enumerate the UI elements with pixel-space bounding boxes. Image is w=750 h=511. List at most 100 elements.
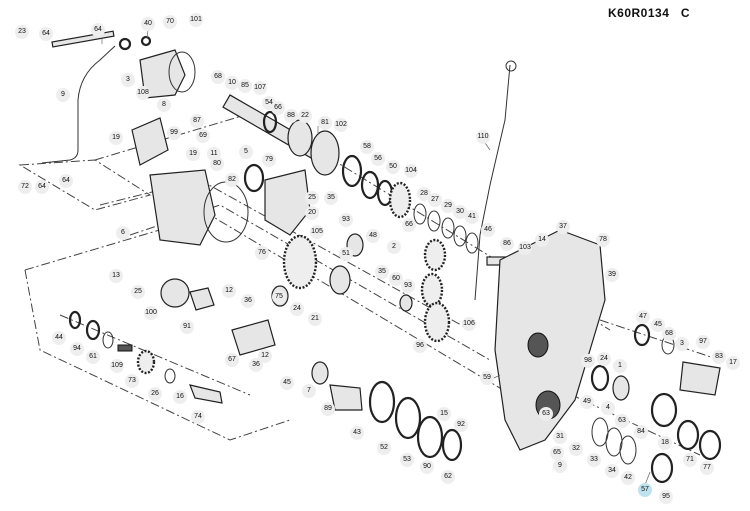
washer-29 bbox=[441, 217, 455, 239]
callout-76: 76 bbox=[255, 246, 269, 260]
shaft-89 bbox=[329, 384, 363, 411]
callout-23: 23 bbox=[15, 25, 29, 39]
callout-67: 67 bbox=[225, 353, 239, 367]
callout-81: 81 bbox=[318, 116, 332, 130]
bearing-housing-79 bbox=[264, 169, 311, 236]
callout-28: 28 bbox=[417, 187, 431, 201]
callout-45: 45 bbox=[651, 318, 665, 332]
callout-109: 109 bbox=[110, 359, 124, 373]
callout-25: 25 bbox=[305, 191, 319, 205]
callout-86: 86 bbox=[500, 237, 514, 251]
callout-82: 82 bbox=[225, 173, 239, 187]
axis-left-box bbox=[18, 159, 152, 211]
callout-36: 36 bbox=[241, 294, 255, 308]
callout-46: 46 bbox=[481, 223, 495, 237]
callout-50: 50 bbox=[386, 160, 400, 174]
callout-7: 7 bbox=[302, 384, 316, 398]
callout-41: 41 bbox=[465, 210, 479, 224]
callout-63: 63 bbox=[539, 407, 553, 421]
callout-42: 42 bbox=[621, 471, 635, 485]
callout-73: 73 bbox=[125, 374, 139, 388]
callout-101: 101 bbox=[189, 13, 203, 27]
callout-22: 22 bbox=[298, 109, 312, 123]
ring-43 bbox=[368, 380, 396, 424]
ring-58 bbox=[341, 154, 363, 188]
washer-27 bbox=[427, 210, 441, 232]
bearing-88 bbox=[287, 119, 313, 157]
callout-66: 66 bbox=[271, 101, 285, 115]
callout-85: 85 bbox=[238, 79, 252, 93]
callout-90: 90 bbox=[420, 460, 434, 474]
callout-24: 24 bbox=[597, 352, 611, 366]
callout-70: 70 bbox=[163, 15, 177, 29]
callout-98: 98 bbox=[581, 354, 595, 368]
callout-19: 19 bbox=[109, 131, 123, 145]
callout-103: 103 bbox=[518, 241, 532, 255]
callout-84: 84 bbox=[634, 425, 648, 439]
callout-6: 6 bbox=[116, 226, 130, 240]
right-parts bbox=[590, 323, 722, 484]
gear-96 bbox=[423, 301, 451, 343]
ring-33 bbox=[619, 435, 637, 465]
axis-right-2 bbox=[599, 319, 721, 361]
callout-105: 105 bbox=[310, 225, 324, 239]
callout-64: 64 bbox=[91, 23, 105, 37]
gear-93 bbox=[420, 272, 444, 308]
bracket-91 bbox=[189, 287, 215, 311]
callout-58: 58 bbox=[360, 140, 374, 154]
callout-99: 99 bbox=[167, 126, 181, 140]
callout-9: 9 bbox=[56, 88, 70, 102]
gear-104 bbox=[388, 181, 412, 219]
washer-30 bbox=[453, 225, 467, 247]
callout-94: 94 bbox=[70, 342, 84, 356]
callout-15: 15 bbox=[437, 407, 451, 421]
callout-3: 3 bbox=[121, 73, 135, 87]
callout-48: 48 bbox=[366, 229, 380, 243]
ring-71 bbox=[676, 419, 700, 451]
callout-19: 19 bbox=[186, 147, 200, 161]
callout-56: 56 bbox=[371, 152, 385, 166]
callout-91: 91 bbox=[180, 320, 194, 334]
gear-81 bbox=[310, 130, 340, 176]
washer-28 bbox=[413, 203, 427, 225]
washer-41 bbox=[465, 232, 479, 254]
axis-bottom-2 bbox=[59, 314, 251, 396]
gear-73 bbox=[136, 349, 156, 375]
callout-39: 39 bbox=[605, 268, 619, 282]
disc-100 bbox=[160, 278, 190, 308]
callout-64: 64 bbox=[59, 174, 73, 188]
callout-26: 26 bbox=[148, 387, 162, 401]
callout-88: 88 bbox=[284, 109, 298, 123]
callout-102: 102 bbox=[334, 118, 348, 132]
callout-12: 12 bbox=[258, 349, 272, 363]
ring-56 bbox=[360, 170, 380, 200]
callout-40: 40 bbox=[141, 17, 155, 31]
callout-78: 78 bbox=[596, 233, 610, 247]
callout-68: 68 bbox=[211, 70, 225, 84]
callout-36: 36 bbox=[249, 358, 263, 372]
callout-37: 37 bbox=[556, 220, 570, 234]
seal-18 bbox=[650, 392, 678, 428]
callout-83: 83 bbox=[712, 350, 726, 364]
callout-93: 93 bbox=[401, 279, 415, 293]
middle-gears bbox=[160, 233, 551, 356]
bearing-93 bbox=[399, 294, 413, 312]
seal-42 bbox=[650, 452, 674, 484]
callout-33: 33 bbox=[587, 453, 601, 467]
callout-8: 8 bbox=[157, 98, 171, 112]
callout-45: 45 bbox=[280, 376, 294, 390]
callout-62: 62 bbox=[441, 470, 455, 484]
callout-5: 5 bbox=[239, 145, 253, 159]
dipstick bbox=[474, 64, 511, 301]
callout-4: 4 bbox=[601, 401, 615, 415]
callout-3: 3 bbox=[675, 337, 689, 351]
callout-74: 74 bbox=[191, 410, 205, 424]
ring-61 bbox=[102, 331, 114, 349]
callout-20: 20 bbox=[305, 206, 319, 220]
callout-95: 95 bbox=[659, 490, 673, 504]
bracket-99 bbox=[131, 117, 169, 166]
callout-1: 1 bbox=[613, 359, 627, 373]
callout-106: 106 bbox=[462, 317, 476, 331]
callout-10: 10 bbox=[225, 76, 239, 90]
